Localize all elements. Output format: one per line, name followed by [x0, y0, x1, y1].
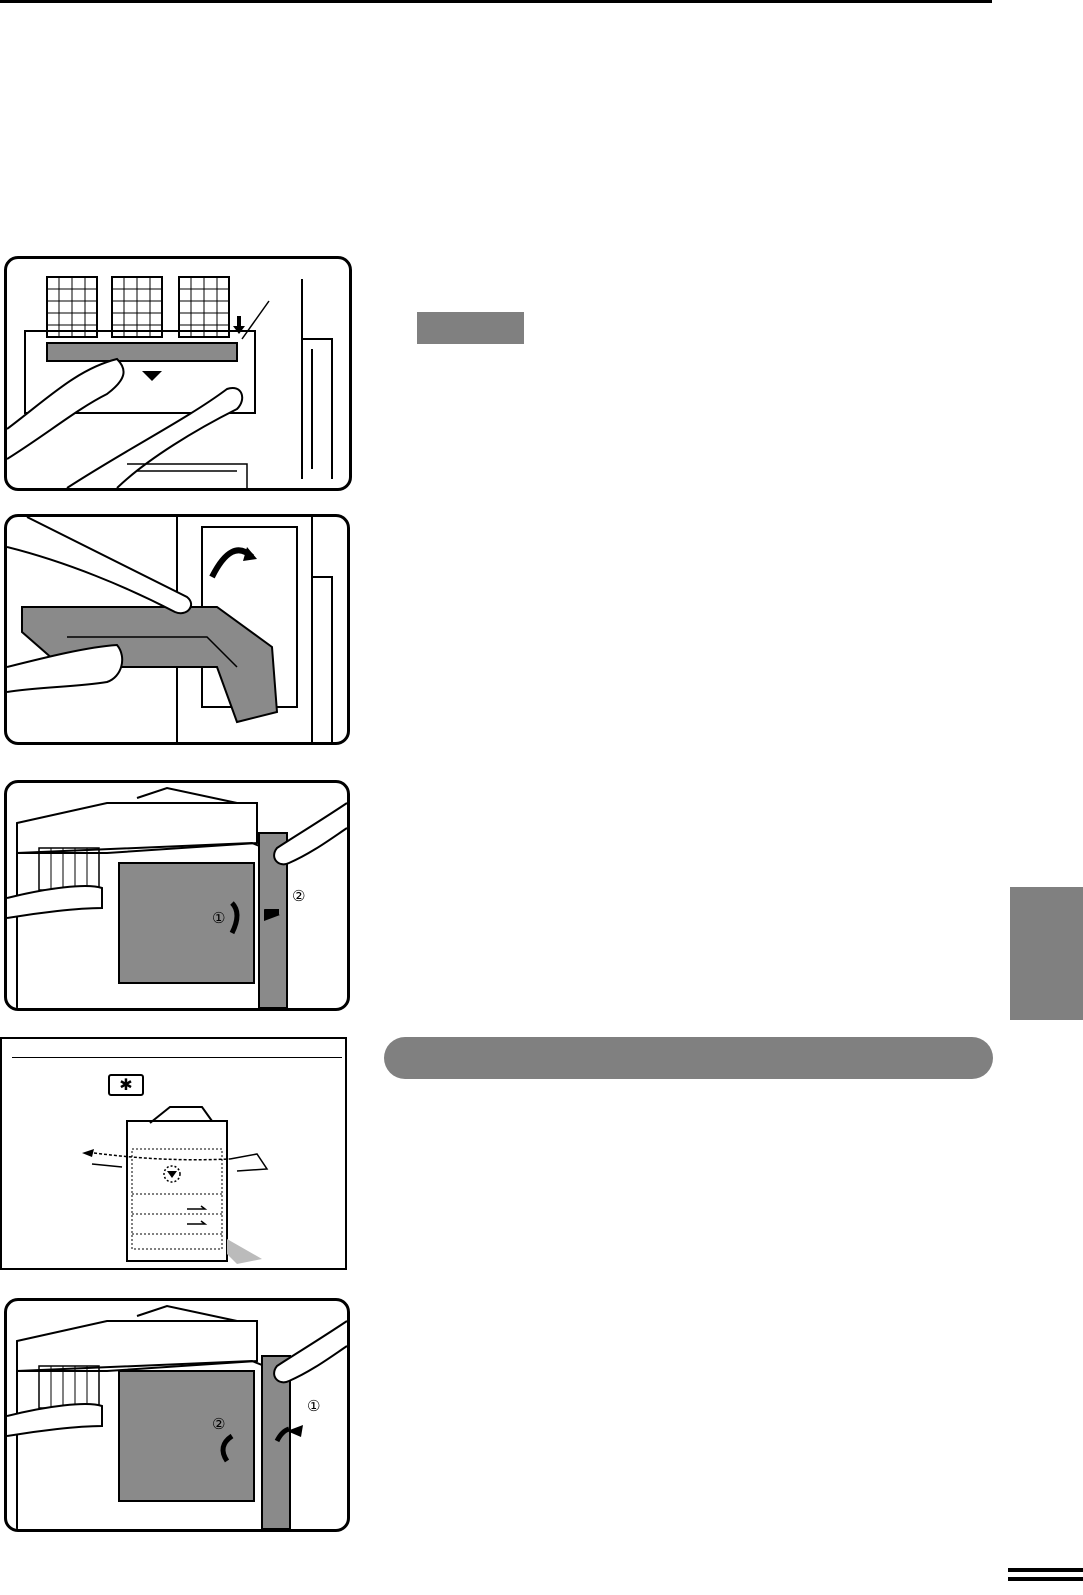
top-hand: [7, 517, 191, 613]
fuser-illustration: [7, 259, 349, 488]
right-hand: [274, 1321, 347, 1382]
arrow-down-icon: [142, 371, 162, 381]
top-rule: [0, 0, 992, 3]
vent-grille: [39, 848, 99, 890]
star-key: ✱: [108, 1074, 144, 1096]
left-hand: [7, 886, 102, 918]
document-feeder: [17, 803, 257, 853]
misfeed-location-diagram: [62, 1099, 292, 1264]
left-hand: [7, 1404, 102, 1436]
step-1-label: ①: [307, 1397, 320, 1415]
document-feeder: [17, 1321, 257, 1371]
reinstall-illustration: [7, 517, 347, 742]
figure-reinstall-unit: [4, 514, 350, 745]
step-1-label: ①: [212, 909, 225, 927]
output-tray: [230, 1154, 267, 1171]
section-banner: [384, 1037, 993, 1079]
display-rule: [12, 1057, 342, 1058]
copier-outline: [127, 1121, 227, 1261]
figure-open-covers: ② ①: [4, 1298, 350, 1532]
open-covers-illustration: ② ①: [7, 1301, 347, 1529]
figure-misfeed-display: ✱: [0, 1037, 347, 1270]
front-cover: [119, 1371, 254, 1501]
step-2-label: ②: [212, 1415, 225, 1433]
fuser-unit: [47, 343, 237, 361]
vent-grille: [39, 1366, 99, 1408]
figure-close-cover: ① ②: [4, 780, 350, 1011]
note-badge: [417, 312, 524, 344]
chapter-side-tab: [1010, 887, 1083, 1020]
footer-continue-marks: [1008, 1568, 1083, 1586]
right-hand: [67, 388, 242, 488]
figure-fuser-removal: [4, 256, 352, 491]
step-2-label: ②: [292, 887, 305, 905]
close-cover-illustration: ① ②: [7, 783, 347, 1008]
exit-arrow-icon: [82, 1149, 94, 1157]
